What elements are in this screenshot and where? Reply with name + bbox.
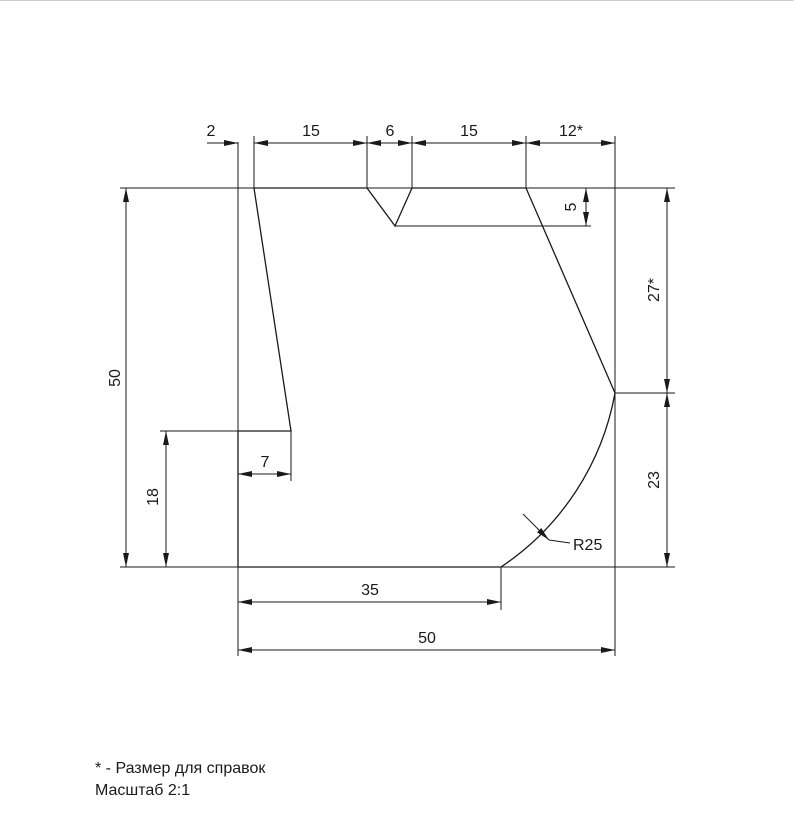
extension-lines [120, 136, 675, 656]
dim-text-18: 18 [145, 488, 162, 506]
radius-leader-shelf [548, 539, 571, 544]
dimension-lines [123, 140, 670, 653]
dim-text-radius: R25 [573, 537, 602, 554]
reference-note: * - Размер для справок [95, 760, 266, 777]
dimension-texts: 2 15 6 15 12* 5 27* 23 50 18 7 R25 35 50 [107, 123, 663, 647]
page-top-border [0, 0, 794, 1]
dim-text-35: 35 [361, 582, 379, 599]
radius-leader [522, 513, 550, 541]
dim-text-23: 23 [646, 471, 663, 489]
dim-text-2: 2 [207, 123, 216, 140]
scale-note: Масштаб 2:1 [95, 782, 191, 799]
dim-text-12-ref: 12* [559, 123, 583, 140]
part-outline [237, 187, 616, 568]
dim-text-15-right: 15 [460, 123, 478, 140]
dim-text-50-bottom: 50 [418, 630, 436, 647]
dim-text-27-ref: 27* [646, 278, 663, 302]
drawing-notes: * - Размер для справок Масштаб 2:1 [95, 758, 265, 802]
part-contour [237, 187, 616, 568]
dim-text-5: 5 [563, 202, 580, 211]
dim-text-7: 7 [261, 454, 270, 471]
dim-text-50-left: 50 [107, 369, 124, 387]
dim-text-6: 6 [386, 123, 395, 140]
dim-text-15-left: 15 [302, 123, 320, 140]
